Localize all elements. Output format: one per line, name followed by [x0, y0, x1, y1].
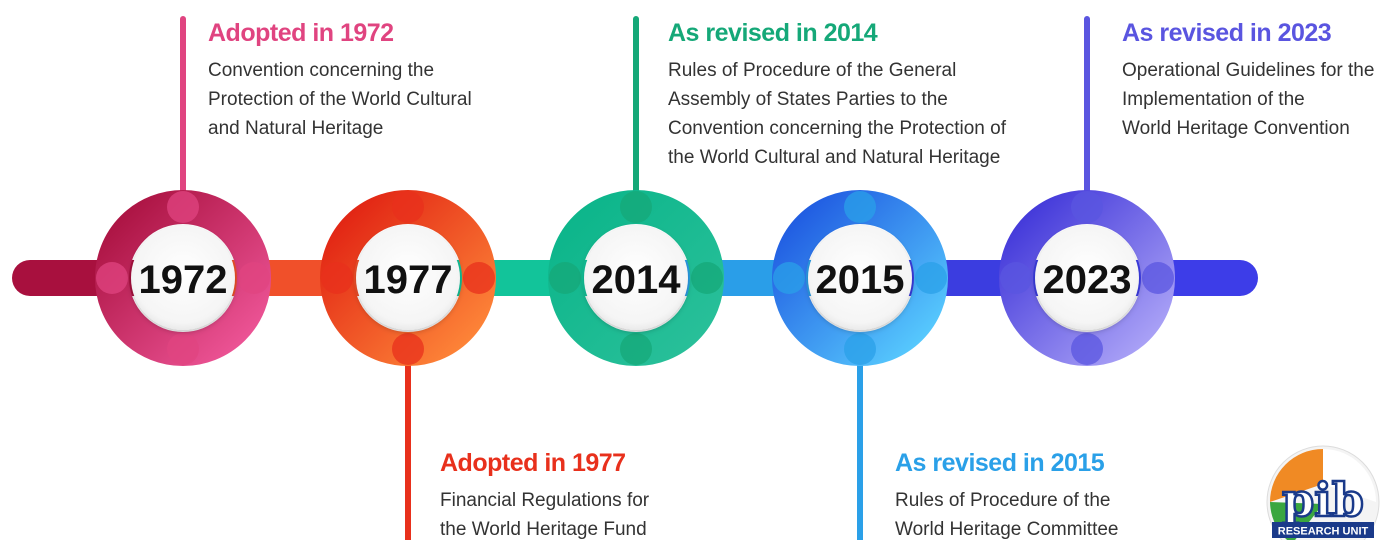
milestone-2014-description: Rules of Procedure of the General Assemb… [668, 56, 1006, 172]
ring-dot [773, 262, 805, 294]
timeline-node-center [1035, 226, 1139, 330]
timeline-node-2015: 2015 [772, 190, 948, 540]
ring-dot [1071, 333, 1103, 365]
ring-dot [915, 262, 947, 294]
milestone-2023-note: As revised in 2023 Operational Guideline… [1122, 18, 1374, 143]
ring-dot [691, 262, 723, 294]
ring-dot [392, 191, 424, 223]
ring-dot [321, 262, 353, 294]
year-label: 2015 [816, 258, 905, 302]
ring-dot [392, 333, 424, 365]
description-line: and Natural Heritage [208, 118, 384, 139]
description-line: Implementation of the [1122, 89, 1305, 110]
ring-dot [463, 262, 495, 294]
year-label: 2023 [1043, 258, 1132, 302]
description-line: World Heritage Committee [895, 519, 1119, 540]
ring-dot [620, 191, 652, 223]
timeline-node-center [584, 226, 688, 330]
description-line: Financial Regulations for [440, 490, 650, 511]
description-line: Rules of Procedure of the [895, 490, 1111, 511]
year-label: 2014 [592, 258, 682, 302]
description-line: World Heritage Convention [1122, 118, 1350, 139]
ring-dot [1142, 262, 1174, 294]
milestone-1977-description: Financial Regulations for the World Heri… [440, 486, 649, 544]
description-line: Protection of the World Cultural [208, 89, 472, 110]
description-line: the World Heritage Fund [440, 519, 647, 540]
milestone-2023-heading: As revised in 2023 [1122, 19, 1332, 47]
ring-dot [844, 191, 876, 223]
ring-dot [1071, 191, 1103, 223]
leader-line [405, 362, 411, 540]
year-label: 1977 [364, 258, 453, 302]
ring-dot [844, 333, 876, 365]
timeline-node-1972: 1972 [95, 16, 271, 366]
ring-dot [167, 333, 199, 365]
logo-wordmark: pib [1282, 473, 1364, 527]
milestone-1977-note: Adopted in 1977 Financial Regulations fo… [440, 448, 649, 544]
ring-dot [1000, 262, 1032, 294]
ring-dot [167, 191, 199, 223]
milestone-2015-note: As revised in 2015 Rules of Procedure of… [895, 448, 1119, 544]
description-line: the World Cultural and Natural Heritage [668, 147, 1001, 168]
ring-dot [96, 262, 128, 294]
description-line: Convention concerning the [208, 60, 435, 81]
description-line: Operational Guidelines for the [1122, 60, 1375, 81]
ring-dot [549, 262, 581, 294]
milestone-1972-description: Convention concerning the Protection of … [208, 56, 472, 143]
timeline-node-2023: 2023 [999, 16, 1175, 366]
timeline-node-2014: 2014 [548, 16, 724, 366]
timeline-node-center [131, 226, 235, 330]
pib-research-unit-logo: pib RESEARCH UNIT [1266, 445, 1380, 540]
milestone-2014-heading: As revised in 2014 [668, 19, 878, 47]
milestone-1972-note: Adopted in 1972 Convention concerning th… [208, 18, 472, 143]
description-line: Rules of Procedure of the General [668, 60, 957, 81]
timeline-node-center [356, 226, 460, 330]
ring-dot [238, 262, 270, 294]
timeline-node-1977: 1977 [320, 190, 496, 540]
milestone-2023-description: Operational Guidelines for the Implement… [1122, 56, 1374, 143]
leader-line [857, 362, 863, 540]
milestone-2014-note: As revised in 2014 Rules of Procedure of… [668, 18, 1006, 172]
milestone-2015-heading: As revised in 2015 [895, 449, 1105, 477]
leader-line [633, 16, 639, 194]
year-label: 1972 [139, 258, 228, 302]
milestone-1977-heading: Adopted in 1977 [440, 449, 626, 477]
milestone-2015-description: Rules of Procedure of the World Heritage… [895, 486, 1119, 544]
ring-dot [620, 333, 652, 365]
description-line: Assembly of States Parties to the [668, 89, 948, 110]
logo-subtext: RESEARCH UNIT [1278, 526, 1369, 538]
description-line: Convention concerning the Protection of [668, 118, 1006, 139]
leader-line [180, 16, 186, 194]
timeline-node-center [808, 226, 912, 330]
leader-line [1084, 16, 1090, 194]
milestone-1972-heading: Adopted in 1972 [208, 19, 394, 47]
